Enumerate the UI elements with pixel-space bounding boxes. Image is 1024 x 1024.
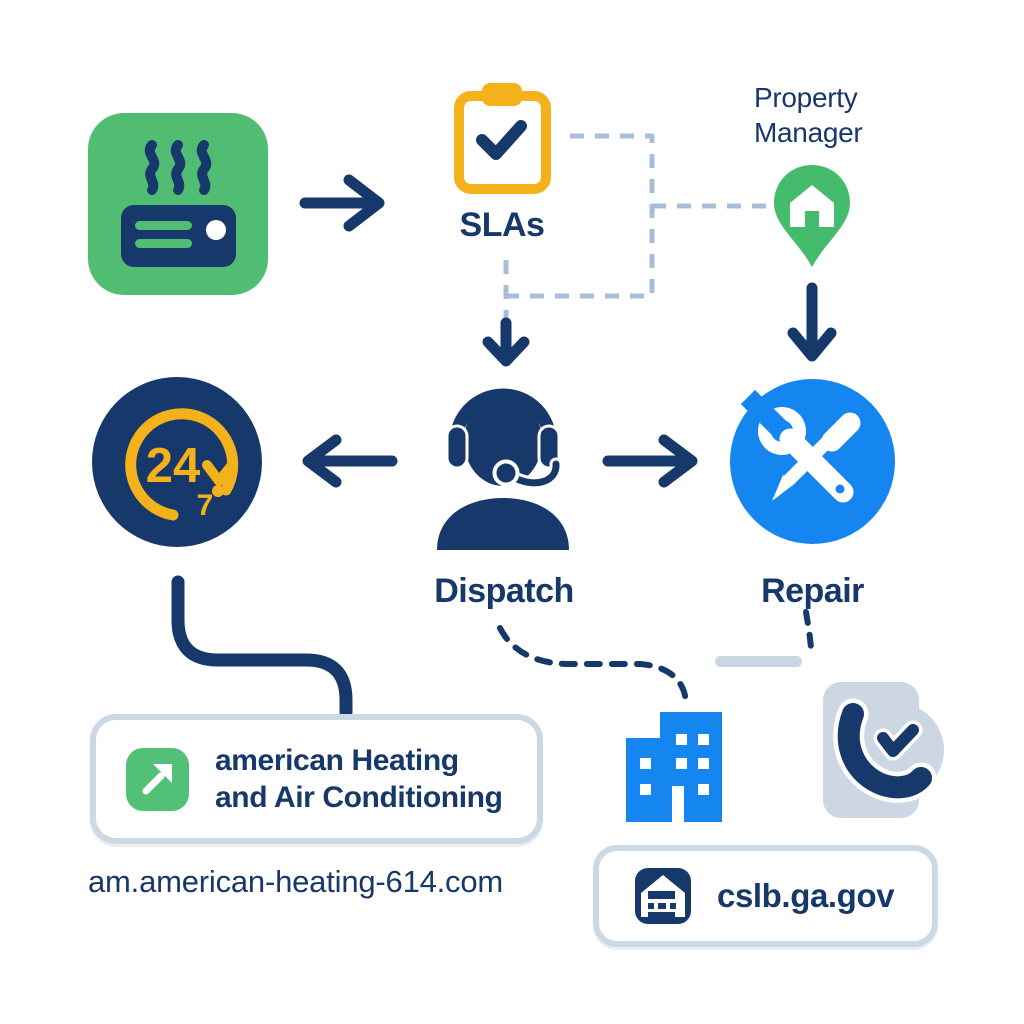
map-pin-house-icon bbox=[774, 165, 850, 267]
hours-24-text: 24 bbox=[146, 439, 201, 493]
days-7-text: 7 bbox=[197, 489, 214, 522]
arrow-property-manager-to-repair bbox=[787, 282, 837, 362]
property-manager-line1: Property bbox=[754, 82, 858, 113]
curve-24-7-to-company-box bbox=[171, 575, 353, 719]
phone-check-icon bbox=[823, 682, 944, 818]
dispatch-label: Dispatch bbox=[434, 572, 574, 610]
license-url: cslb.ga.gov bbox=[717, 877, 895, 914]
company-name-line2: and Air Conditioning bbox=[215, 781, 503, 814]
headset-agent-icon bbox=[437, 388, 569, 550]
dashed-connector-dispatch-to-building bbox=[497, 625, 689, 705]
company-name-line1: american Heating bbox=[215, 744, 459, 777]
arrow-up-right-icon bbox=[126, 747, 189, 811]
arrow-dispatch-to-24-7 bbox=[302, 434, 398, 488]
24-7-clock-icon: 24 7 bbox=[92, 377, 262, 547]
slas-label: SLAs bbox=[459, 206, 545, 244]
arrow-heater-to-slas bbox=[299, 174, 385, 232]
arrow-dispatch-to-repair bbox=[602, 434, 698, 488]
arrow-down-to-dispatch bbox=[482, 317, 530, 367]
heater-card bbox=[88, 113, 268, 295]
house-permit-icon bbox=[635, 868, 691, 924]
heater-icon bbox=[121, 140, 236, 267]
company-card: american Heating and Air Conditioning bbox=[90, 714, 543, 844]
company-name: american Heating and Air Conditioning bbox=[215, 742, 503, 816]
license-card: cslb.ga.gov bbox=[593, 845, 938, 947]
property-manager-label: Property Manager bbox=[754, 80, 863, 150]
office-building-icon bbox=[626, 712, 722, 822]
divider-bar bbox=[715, 656, 802, 667]
dashed-connector-repair-down bbox=[803, 609, 814, 651]
company-website-url: am.american-heating-614.com bbox=[88, 864, 504, 899]
property-manager-line2: Manager bbox=[754, 117, 863, 148]
repair-label: Repair bbox=[761, 572, 864, 610]
dashed-connector-slas-loop bbox=[506, 133, 655, 299]
clipboard-check-icon bbox=[454, 83, 551, 194]
wrench-screwdriver-icon bbox=[730, 379, 895, 544]
